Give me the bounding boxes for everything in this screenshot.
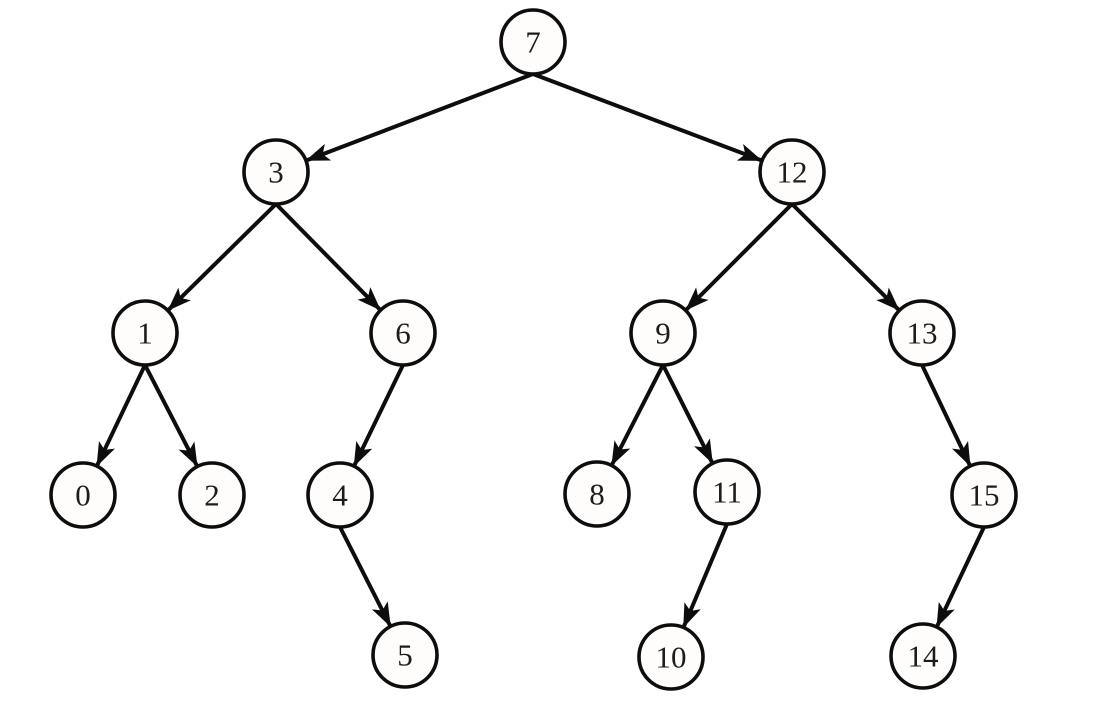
node-label-1: 1 bbox=[137, 316, 153, 351]
node-label-2: 2 bbox=[204, 478, 220, 513]
tree-edge-15-14 bbox=[934, 526, 986, 628]
tree-node-13: 13 bbox=[888, 299, 956, 367]
node-circle-0 bbox=[49, 461, 117, 529]
node-circle-10 bbox=[637, 623, 705, 691]
node-label-0: 0 bbox=[75, 478, 91, 513]
tree-edge-12-13 bbox=[790, 202, 901, 312]
tree-edge-12-9 bbox=[684, 202, 794, 312]
tree-edge-1-0 bbox=[94, 364, 147, 467]
tree-edge-6-4 bbox=[352, 364, 405, 468]
nodes-layer: 7 3 12 1 6 9 13 0 2 4 8 11 15 5 10 14 bbox=[49, 8, 1018, 691]
tree-edge-3-1 bbox=[166, 202, 278, 312]
node-label-5: 5 bbox=[397, 638, 413, 673]
tree-node-1: 1 bbox=[111, 299, 179, 367]
tree-node-6: 6 bbox=[369, 299, 437, 367]
tree-node-2: 2 bbox=[178, 461, 246, 529]
node-circle-5 bbox=[371, 621, 439, 689]
node-label-10: 10 bbox=[656, 640, 687, 675]
node-circle-11 bbox=[693, 458, 761, 526]
node-circle-15 bbox=[950, 461, 1018, 529]
tree-node-0: 0 bbox=[49, 461, 117, 529]
node-label-15: 15 bbox=[969, 478, 1000, 513]
tree-node-11: 11 bbox=[693, 458, 761, 526]
node-label-3: 3 bbox=[268, 155, 284, 190]
node-circle-14 bbox=[889, 622, 957, 690]
tree-node-8: 8 bbox=[563, 460, 631, 528]
node-label-8: 8 bbox=[589, 477, 605, 512]
node-label-14: 14 bbox=[908, 639, 940, 674]
tree-edge-9-11 bbox=[661, 364, 715, 465]
tree-edge-13-15 bbox=[920, 364, 973, 467]
node-label-7: 7 bbox=[525, 25, 541, 60]
tree-node-14: 14 bbox=[889, 622, 957, 690]
node-circle-12 bbox=[758, 138, 826, 206]
node-circle-8 bbox=[563, 460, 631, 528]
tree-edge-4-5 bbox=[338, 526, 393, 628]
tree-edge-7-12 bbox=[532, 72, 763, 163]
node-label-9: 9 bbox=[655, 316, 671, 351]
tree-node-3: 3 bbox=[242, 138, 310, 206]
tree-edge-3-6 bbox=[274, 202, 382, 312]
node-label-6: 6 bbox=[395, 316, 411, 351]
node-label-4: 4 bbox=[332, 478, 348, 513]
tree-node-9: 9 bbox=[629, 299, 697, 367]
tree-edge-11-10 bbox=[681, 523, 729, 629]
node-circle-6 bbox=[369, 299, 437, 367]
node-circle-1 bbox=[111, 299, 179, 367]
tree-node-12: 12 bbox=[758, 138, 826, 206]
node-circle-7 bbox=[499, 8, 567, 76]
node-circle-3 bbox=[242, 138, 310, 206]
tree-node-5: 5 bbox=[371, 621, 439, 689]
tree-edge-1-2 bbox=[143, 364, 200, 468]
tree-edge-7-3 bbox=[305, 72, 534, 163]
node-circle-4 bbox=[306, 461, 374, 529]
tree-node-10: 10 bbox=[637, 623, 705, 691]
node-circle-13 bbox=[888, 299, 956, 367]
node-label-11: 11 bbox=[712, 475, 742, 510]
tree-edge-9-8 bbox=[609, 364, 665, 467]
edges-layer bbox=[94, 72, 986, 629]
node-circle-2 bbox=[178, 461, 246, 529]
tree-node-4: 4 bbox=[306, 461, 374, 529]
tree-node-7: 7 bbox=[499, 8, 567, 76]
tree-node-15: 15 bbox=[950, 461, 1018, 529]
node-label-13: 13 bbox=[907, 316, 938, 351]
node-circle-9 bbox=[629, 299, 697, 367]
node-label-12: 12 bbox=[777, 155, 808, 190]
